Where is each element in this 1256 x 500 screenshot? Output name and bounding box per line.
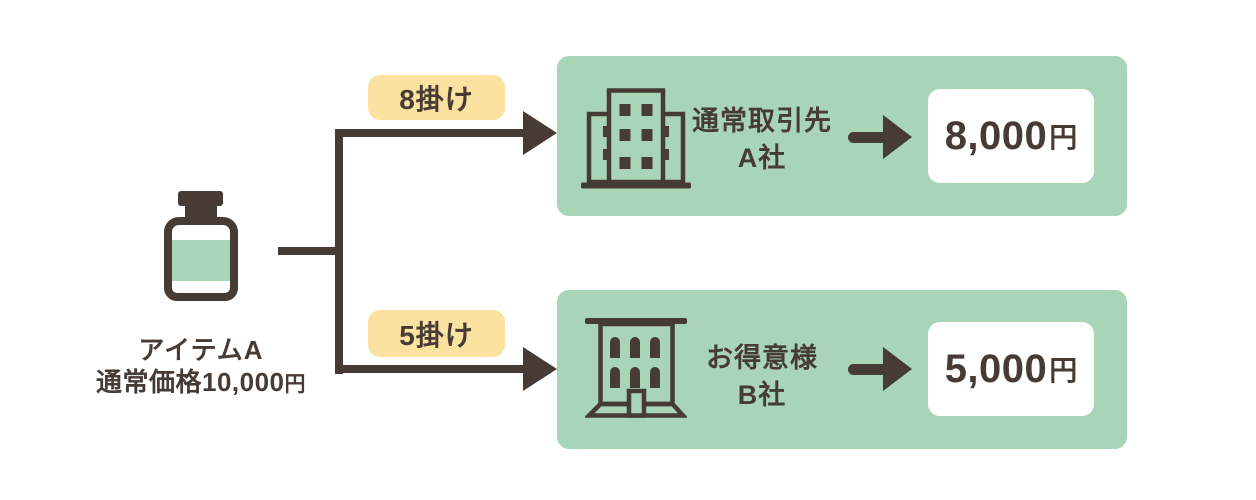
item-normal-price: 通常価格10,000円: [66, 366, 336, 401]
arrowhead-bottom-icon: [523, 347, 557, 391]
item-name: アイテムA: [138, 335, 264, 365]
item-price-label: 通常価格: [95, 367, 202, 397]
flow-arrow-icon: [883, 115, 912, 159]
connector-vertical-line: [335, 129, 343, 374]
bottle-label-band: [172, 240, 230, 281]
partner-name-label: 通常取引先 A社: [682, 103, 842, 177]
partner-name-label: お得意様 B社: [682, 340, 842, 414]
flow-arrow-icon: [848, 364, 890, 375]
amount-value: 8,000: [944, 113, 1048, 158]
item-price-unit: 円: [284, 373, 307, 396]
item-caption: アイテムA 通常価格10,000円: [66, 334, 336, 401]
branch-line-bottom: [335, 365, 525, 373]
item-price-value: 10,000: [201, 367, 285, 397]
flow-arrow-icon: [883, 347, 912, 391]
office-building-icon: [581, 88, 691, 189]
bottle-icon: [178, 191, 223, 206]
partner-name-line2: B社: [737, 380, 787, 410]
flow-arrow-icon: [848, 132, 890, 143]
connector-stub-line: [278, 247, 343, 255]
partner-name-line1: お得意様: [706, 343, 818, 373]
rate-badge-8: 8掛け: [368, 75, 505, 120]
amount-unit: 円: [1049, 355, 1078, 386]
arrowhead-top-icon: [523, 111, 557, 155]
branch-line-top: [335, 129, 525, 137]
storefront-building-icon: [585, 318, 687, 418]
partner-name-line1: 通常取引先: [692, 106, 832, 136]
partner-name-line2: A社: [737, 143, 787, 173]
amount-unit: 円: [1049, 122, 1078, 153]
amount-value: 5,000: [944, 346, 1048, 391]
bottle-icon: [185, 205, 217, 219]
rate-badge-5: 5掛け: [368, 310, 505, 357]
